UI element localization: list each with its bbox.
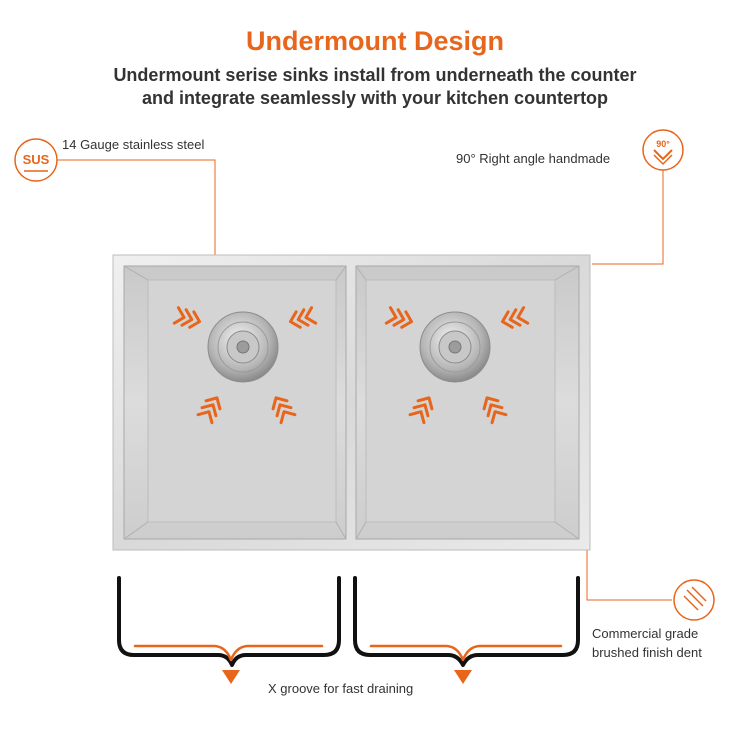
arrow-chevron-icon xyxy=(271,396,297,425)
arrow-chevron-icon xyxy=(288,306,318,329)
brushed-finish-icon xyxy=(673,579,715,621)
left-bowl-profile xyxy=(117,576,341,667)
arrow-chevron-icon xyxy=(500,306,530,329)
arrow-chevron-icon xyxy=(482,396,508,425)
finish-leader-line xyxy=(586,505,672,601)
arrow-chevron-icon xyxy=(172,306,202,329)
right-drain-arrowhead xyxy=(454,670,472,684)
drain-strainer-icon xyxy=(419,311,491,383)
right-angle-badge-icon: 90° xyxy=(642,129,684,171)
angle-leader-line xyxy=(592,170,664,265)
page-title: Undermount Design xyxy=(245,26,504,56)
page-subtitle: Undermount serise sinks install from und… xyxy=(0,64,750,110)
gauge-leader-line xyxy=(57,159,216,292)
drain-strainer-icon xyxy=(207,311,279,383)
cross-section-profile xyxy=(117,576,580,684)
arrow-chevron-icon xyxy=(196,396,222,425)
sus-badge-text: SUS xyxy=(23,152,50,167)
drain-flow-arrows xyxy=(172,306,530,425)
angle-badge-text: 90° xyxy=(656,139,670,149)
subtitle-line-1: Undermount serise sinks install from und… xyxy=(113,65,637,85)
finish-callout-label-line-1: Commercial grade xyxy=(592,626,699,641)
gauge-callout-label: 14 Gauge stainless steel xyxy=(62,137,205,152)
left-groove-line xyxy=(133,644,324,662)
groove-callout-label: X groove for fast draining xyxy=(268,681,414,696)
arrow-chevron-icon xyxy=(384,306,414,329)
finish-callout-label-line-2: brushed finish dent xyxy=(592,645,702,660)
sus-badge-icon: SUS xyxy=(14,138,58,182)
right-groove-line xyxy=(369,644,563,662)
left-drain-arrowhead xyxy=(222,670,240,684)
angle-callout-label: 90° Right angle handmade xyxy=(456,151,611,166)
double-bowl-sink xyxy=(112,254,591,551)
arrow-chevron-icon xyxy=(408,396,434,425)
right-bowl-profile xyxy=(353,576,580,667)
subtitle-line-2: and integrate seamlessly with your kitch… xyxy=(141,88,609,108)
